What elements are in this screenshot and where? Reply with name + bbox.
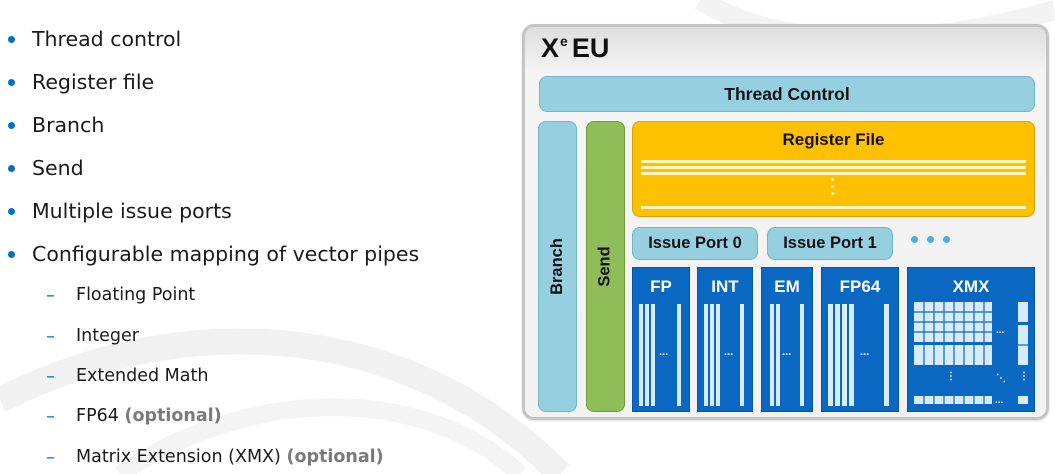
dash-icon: – (46, 325, 55, 347)
register-line (641, 160, 1026, 163)
sub-bullet-text: FP64 (optional) (76, 406, 222, 426)
lane (849, 304, 854, 406)
bullet-dot-icon (8, 121, 15, 129)
lane (800, 304, 804, 406)
lane-ellipsis: ... (659, 346, 669, 358)
branch-label: Branch (548, 238, 567, 295)
sub-bullet-item: – Matrix Extension (XMX) (optional) (46, 442, 384, 472)
bullet-text: Thread control (32, 27, 182, 51)
lane-ellipsis: ... (724, 346, 734, 358)
issue-port-0: Issue Port 0 (632, 227, 758, 260)
bullet-dot-icon (8, 78, 15, 86)
lane (710, 304, 714, 406)
xmx-ellipsis: ... (996, 325, 1005, 336)
more-ports-ellipsis-icon (911, 236, 950, 243)
bullet-text: Multiple issue ports (32, 199, 232, 223)
branch-block: Branch (538, 121, 577, 412)
bullet-item: Branch (6, 108, 104, 142)
issue-port-1: Issue Port 1 (767, 227, 893, 260)
bullet-item: Multiple issue ports (6, 194, 232, 228)
sub-bullet-text: Floating Point (76, 285, 196, 305)
dash-icon: – (46, 446, 55, 468)
dash-icon: – (46, 365, 55, 387)
register-line (641, 166, 1026, 169)
sub-bullet-item: – Integer (46, 321, 139, 351)
bullet-item: Send (6, 151, 84, 185)
register-file-label: Register File (782, 130, 885, 149)
xmx-grid-lines (914, 302, 1028, 404)
xmx-vdots-icon: ⋮ (946, 371, 956, 382)
sub-bullet-text: Extended Math (76, 366, 209, 386)
xmx-pipe: XMX (907, 267, 1035, 412)
optional-tag: (optional) (286, 447, 384, 467)
thread-control-block: Thread Control (539, 76, 1035, 112)
lane (776, 304, 780, 406)
xmx-ellipsis: ... (995, 395, 1004, 406)
bullet-text: Configurable mapping of vector pipes (32, 242, 420, 266)
send-label: Send (596, 246, 614, 287)
register-line (641, 206, 1026, 209)
xmx-cell-block (914, 396, 992, 404)
dash-icon: – (46, 405, 55, 427)
xmx-cell-block (1018, 396, 1028, 404)
xmx-cell-block (1018, 302, 1028, 322)
register-line (641, 172, 1026, 175)
lane (828, 304, 833, 406)
lane (716, 304, 720, 406)
lane (884, 304, 889, 406)
lane (651, 304, 655, 406)
register-vdots-icon (831, 178, 835, 199)
sub-bullet-text: Matrix Extension (XMX) (optional) (76, 447, 384, 467)
lane (770, 304, 774, 406)
bullet-item: Configurable mapping of vector pipes (6, 237, 419, 271)
bullet-item: Register file (6, 65, 154, 99)
lane (645, 304, 649, 406)
fp-pipe: FP ... (632, 267, 690, 412)
bullet-text: Send (32, 156, 84, 180)
bullet-item: Thread control (6, 22, 181, 56)
fp-label: FP (650, 277, 672, 296)
dash-icon: – (46, 284, 55, 306)
sub-bullet-item: – Extended Math (46, 361, 208, 391)
bullet-text: Branch (32, 113, 105, 137)
lane (677, 304, 681, 406)
em-label: EM (774, 277, 800, 296)
lane (704, 304, 708, 406)
bullet-dot-icon (8, 250, 15, 258)
sub-bullet-item: – Floating Point (46, 280, 195, 310)
xmx-ddots-icon: ⋱ (996, 373, 1006, 384)
sub-bullet-item: – FP64 (optional) (46, 401, 222, 431)
lane (835, 304, 840, 406)
int-pipe: INT ... (697, 267, 753, 412)
fp64-pipe: FP64 ... (821, 267, 899, 412)
bullet-dot-icon (8, 35, 15, 43)
lane (639, 304, 643, 406)
lane-ellipsis: ... (860, 346, 870, 358)
bullet-dot-icon (8, 164, 15, 172)
lane (740, 304, 744, 406)
bullet-dot-icon (8, 207, 15, 215)
em-pipe: EM ... (761, 267, 813, 412)
optional-tag: (optional) (124, 406, 222, 426)
xmx-label: XMX (952, 277, 990, 296)
xmx-vdots-icon: ⋮ (1019, 371, 1029, 382)
fp64-label: FP64 (839, 277, 881, 296)
register-file-block: Register File (632, 121, 1035, 217)
sub-bullet-text: Integer (76, 326, 139, 346)
bullet-text: Register file (32, 70, 155, 94)
lane (842, 304, 847, 406)
send-block: Send (586, 121, 625, 412)
int-label: INT (711, 277, 739, 296)
lane-ellipsis: ... (782, 346, 792, 358)
